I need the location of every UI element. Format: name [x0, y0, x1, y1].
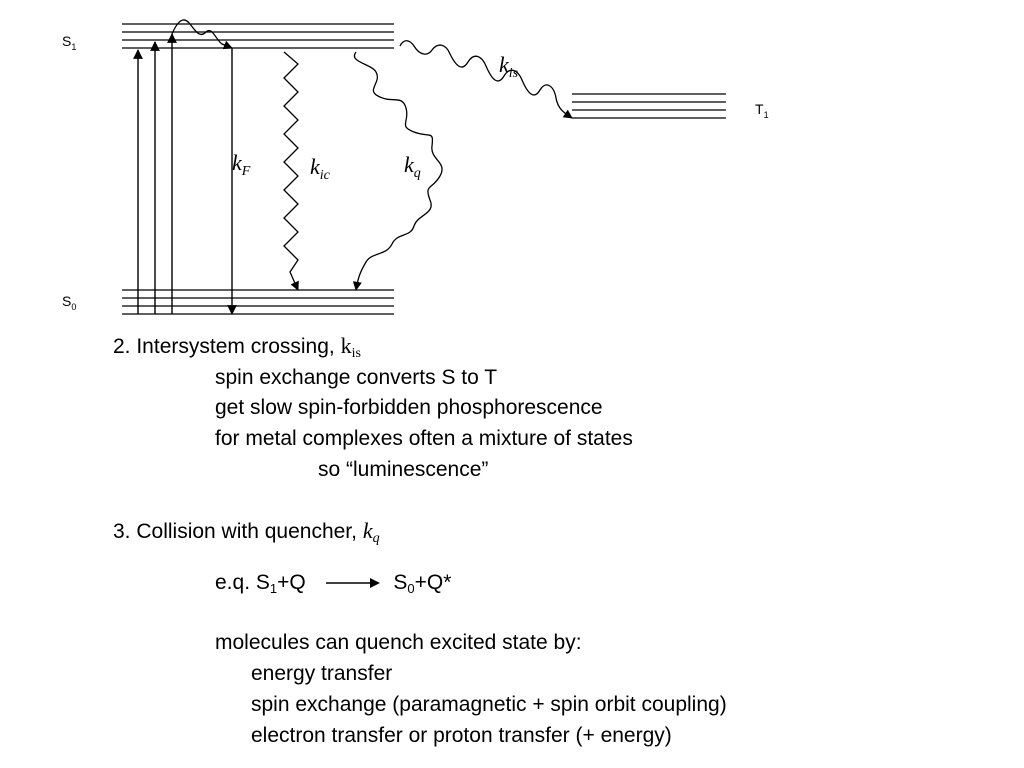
kic-label: kic — [310, 154, 331, 183]
mechanism-2: spin exchange (paramagnetic + spin orbit… — [251, 693, 727, 716]
quench-equation: e.q. S1+Q S0+Q* — [215, 571, 452, 596]
s1-levels — [122, 23, 394, 49]
intersystem-crossing-arrow — [399, 40, 573, 119]
molecules-intro: molecules can quench excited state by: — [215, 631, 582, 654]
t1-label: T1 — [755, 101, 769, 120]
s0-levels — [122, 289, 394, 315]
t1-levels — [572, 93, 726, 119]
kf-label: kF — [232, 150, 251, 179]
vibrational-relaxation-arrow — [171, 19, 233, 50]
item2-line-2: get slow spin-forbidden phosphorescence — [215, 396, 603, 419]
reaction-arrow-icon — [325, 578, 380, 589]
mechanism-3: electron transfer or proton transfer (+ … — [251, 724, 672, 747]
kq-label: kq — [404, 152, 421, 181]
s1-label: S1 — [62, 33, 76, 52]
item2-heading: 2. Intersystem crossing, kis — [113, 333, 361, 361]
absorption-arrows — [133, 33, 177, 314]
quenching-arrow — [352, 51, 443, 291]
item2-line-4: so “luminescence” — [318, 458, 489, 481]
item2-line-3: for metal complexes often a mixture of s… — [215, 427, 633, 450]
mechanism-1: energy transfer — [251, 662, 393, 685]
s0-label: S0 — [62, 293, 76, 312]
item3-heading: 3. Collision with quencher, kq — [113, 518, 380, 546]
kis-label: kis — [499, 52, 519, 81]
internal-conversion-arrow — [283, 51, 299, 291]
item2-line-1: spin exchange converts S to T — [215, 366, 498, 389]
jablonski-diagram: S1 S0 T1 kF kic kq kis — [62, 19, 769, 315]
